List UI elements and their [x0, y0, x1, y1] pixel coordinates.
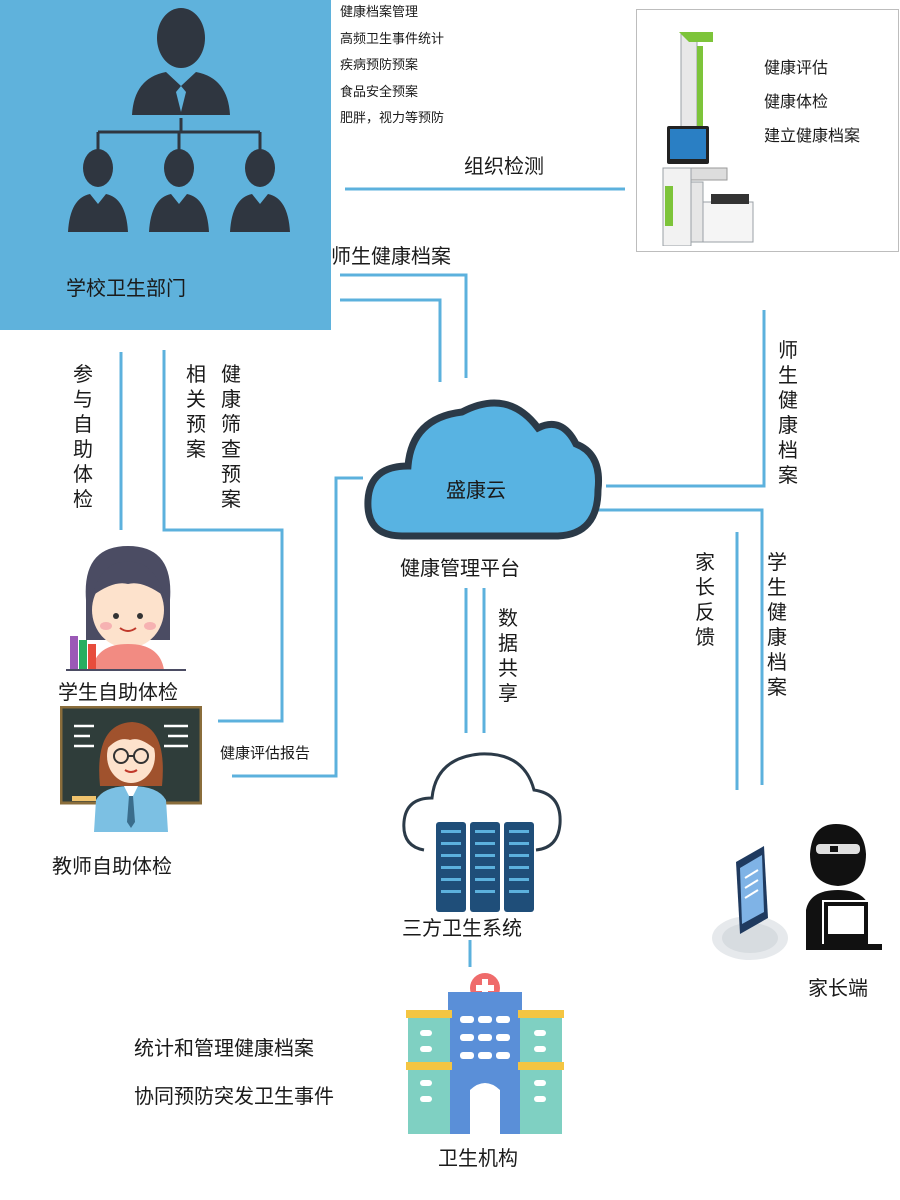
student-avatar-icon [66, 546, 186, 671]
cloud-icon [364, 399, 603, 540]
function-item: 疾病预防预案 [340, 58, 419, 73]
function-item: 食品安全预案 [340, 84, 419, 100]
school-function-list: 健康档案管理 高频卫生事件统计 疾病预防预案 食品安全预案 肥胖，视力等预防 [340, 0, 444, 133]
student-label: 学生自助体检 [58, 680, 178, 704]
organize-check-label: 组织检测 [464, 154, 544, 178]
hospital-icon [406, 973, 564, 1134]
hospital-label: 卫生机构 [438, 1146, 518, 1170]
org-hierarchy-icon [68, 8, 290, 232]
data-share-label: 数据共享 [498, 606, 518, 705]
connector-cloud-report [232, 476, 363, 778]
teacher-label: 教师自助体检 [52, 854, 172, 878]
hospital-duty: 协同预防突发卫生事件 [134, 1084, 334, 1108]
health-check-machine-panel: 健康评估 健康体检 建立健康档案 [636, 9, 899, 252]
parent-feedback-label: 家长反馈 [695, 550, 715, 649]
hospital-duty: 统计和管理健康档案 [134, 1036, 314, 1060]
platform-label: 健康管理平台 [400, 556, 520, 580]
parent-icon [712, 824, 882, 960]
connector-cloud-parent-a [596, 508, 764, 785]
third-party-label: 三方卫生系统 [402, 916, 522, 940]
cloud-name: 盛康云 [446, 478, 506, 502]
assessment-report-label: 健康评估报告 [220, 744, 311, 762]
student-records-label: 学生健康档案 [767, 550, 787, 699]
school-panel: 学校卫生部门 [0, 0, 331, 330]
server-cloud-icon [402, 752, 562, 912]
machine-feature: 健康评估 [764, 58, 829, 77]
connector-school-cloud-b [340, 273, 468, 378]
connector-school-cloud-a [340, 298, 442, 382]
function-item: 健康档案管理 [340, 5, 419, 20]
teacher-student-records-vertical-label: 师生健康档案 [778, 338, 798, 487]
machine-feature: 建立健康档案 [764, 126, 861, 145]
parent-label: 家长端 [808, 976, 868, 1000]
health-check-machine-icon [662, 32, 754, 246]
teacher-student-records-label: 师生健康档案 [331, 244, 451, 268]
machine-feature: 健康体检 [764, 92, 829, 111]
function-item: 高频卫生事件统计 [340, 31, 445, 47]
join-self-check-label: 参与自助体检 [73, 362, 93, 511]
school-title: 学校卫生部门 [66, 276, 186, 300]
screening-plans-label: 健康筛查预案 [221, 362, 241, 511]
connector-school-teacher [162, 350, 284, 723]
related-plans-label: 相关预案 [186, 362, 206, 461]
connector-machine-cloud [606, 310, 766, 488]
function-item: 肥胖，视力等预防 [340, 111, 445, 126]
teacher-blackboard-icon [60, 706, 202, 832]
